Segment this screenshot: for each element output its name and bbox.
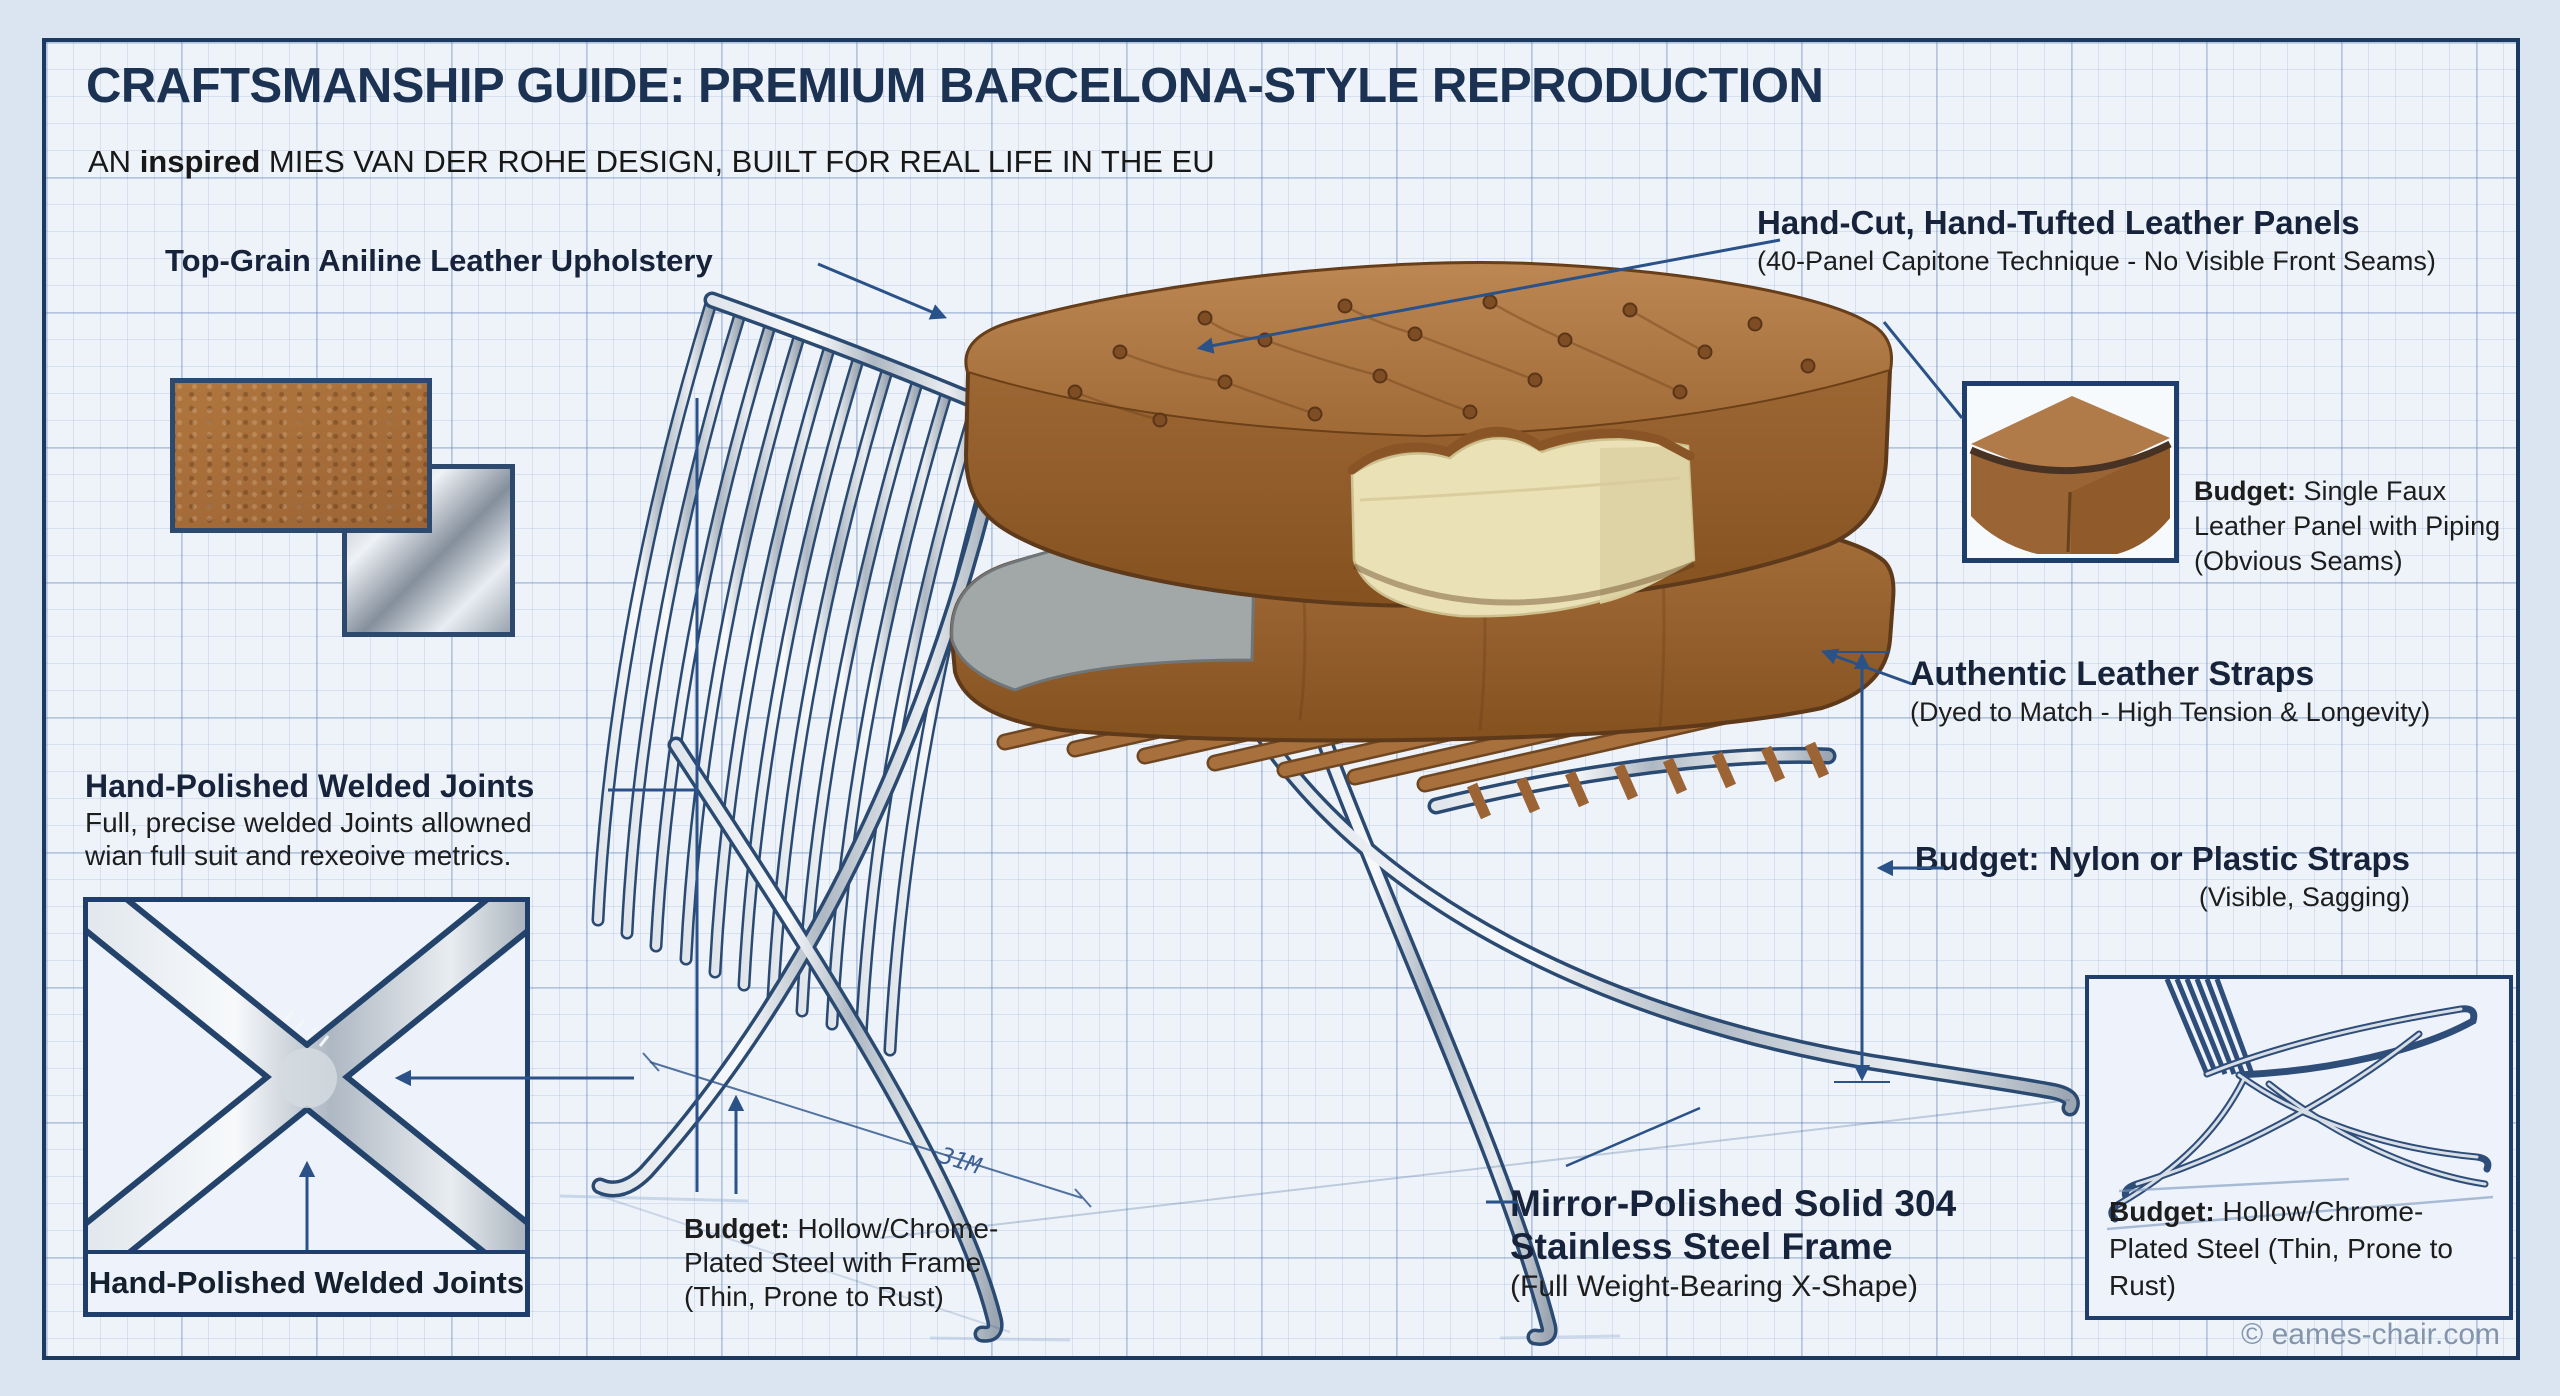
budget-chair-sketch: [2106, 979, 2494, 1231]
callout-leather-panels-title: Hand-Cut, Hand-Tufted Leather Panels: [1757, 204, 2360, 241]
budget-chair-caption-label: Budget:: [2109, 1196, 2215, 1227]
callout-steel-frame-detail: (Full Weight-Bearing X-Shape): [1510, 1270, 1918, 1303]
subtitle-suffix: MIES VAN DER ROHE DESIGN, BUILT FOR REAL…: [260, 144, 1215, 179]
callout-budget-panel: Budget: Single Faux Leather Panel with P…: [2194, 474, 2516, 579]
callout-steel-frame-title1: Mirror-Polished Solid 304: [1510, 1183, 1957, 1224]
callout-leather-panels-detail: (40-Panel Capitone Technique - No Visibl…: [1757, 246, 2436, 276]
callout-budget-panel-label: Budget:: [2194, 476, 2296, 506]
subtitle-highlight: inspired: [139, 144, 261, 179]
callout-welded-joints-title: Hand-Polished Welded Joints: [85, 768, 535, 804]
callout-welded-joints: Hand-Polished Welded Joints Full, precis…: [85, 766, 534, 872]
callout-leather-straps-title: Authentic Leather Straps: [1910, 655, 2315, 693]
callout-steel-frame: Mirror-Polished Solid 304 Stainless Stee…: [1510, 1182, 1956, 1306]
callout-leather-straps-detail: (Dyed to Match - High Tension & Longevit…: [1910, 697, 2431, 727]
callout-budget-frame-text: Hollow/Chrome-Plated Steel with Frame (T…: [684, 1213, 999, 1312]
weld-stitches: [282, 1011, 330, 1047]
leather-swatch: [170, 378, 432, 533]
callout-leather-panels: Hand-Cut, Hand-Tufted Leather Panels (40…: [1757, 202, 2436, 278]
callout-budget-frame: Budget: Hollow/Chrome-Plated Steel with …: [684, 1212, 1020, 1314]
welded-joint-inset: Hand-Polished Welded Joints: [83, 897, 530, 1317]
callout-budget-straps: Budget: Nylon or Plastic Straps (Visible…: [1915, 838, 2410, 914]
budget-chair-inset: Budget: Hollow/Chrome-Plated Steel (Thin…: [2085, 975, 2513, 1320]
budget-corner-inset: [1962, 381, 2179, 563]
budget-chair-caption: Budget: Hollow/Chrome-Plated Steel (Thin…: [2109, 1193, 2493, 1304]
page-title: CRAFTSMANSHIP GUIDE: PREMIUM BARCELONA-S…: [86, 59, 1824, 113]
copyright-notice: © eames-chair.com: [2241, 1318, 2500, 1351]
callout-budget-frame-label: Budget:: [684, 1213, 790, 1244]
budget-backrest-slats: [2164, 979, 2255, 1075]
callout-steel-frame-title2: Stainless Steel Frame: [1510, 1226, 1893, 1267]
page-subtitle: AN inspired MIES VAN DER ROHE DESIGN, BU…: [88, 144, 1215, 180]
x-joint-drawing: [88, 902, 525, 1290]
callout-budget-straps-title: Budget: Nylon or Plastic Straps: [1914, 840, 2410, 877]
budget-chair-caption-text: Hollow/Chrome-Plated Steel (Thin, Prone …: [2109, 1196, 2453, 1301]
budget-corner-drawing: [1969, 396, 2172, 554]
callout-welded-joints-line1: Full, precise welded Joints allowned: [85, 807, 532, 838]
callout-budget-panel-text: Single Faux Leather Panel with Piping (O…: [2194, 476, 2501, 576]
callout-budget-straps-detail: (Visible, Sagging): [2198, 882, 2410, 912]
callout-upholstery: Top-Grain Aniline Leather Upholstery: [165, 243, 713, 278]
callout-welded-joints-line2: wian full suit and rexeoive metrics.: [85, 840, 512, 871]
piping-seam: [1969, 440, 2172, 475]
callout-leather-straps: Authentic Leather Straps (Dyed to Match …: [1910, 653, 2430, 729]
welded-joint-caption: Hand-Polished Welded Joints: [88, 1250, 525, 1312]
subtitle-prefix: AN: [88, 144, 140, 179]
